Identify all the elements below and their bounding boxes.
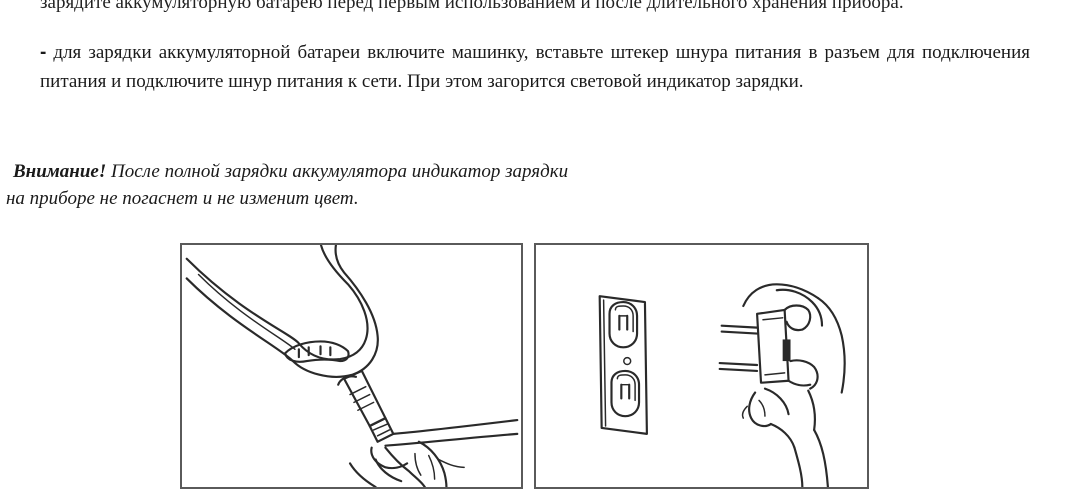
- charging-instruction-text: для зарядки аккумуляторной батареи включ…: [40, 42, 1030, 92]
- warning-text-2: на приборе не погаснет и не изменит цвет…: [6, 188, 359, 209]
- warning-label: Внимание!: [13, 161, 107, 182]
- cut-off-top-line: зарядите аккумуляторную батарею перед пе…: [40, 0, 904, 13]
- list-dash: -: [40, 42, 47, 63]
- warning-text-1: После полной зарядки аккумулятора индика…: [106, 161, 569, 182]
- wall-socket-plug-icon: [598, 283, 846, 487]
- warning-note: Внимание! После полной зарядки аккумулят…: [6, 158, 568, 212]
- device-connector-illustration: [180, 243, 523, 489]
- warning-line-1: Внимание! После полной зарядки аккумулят…: [6, 158, 568, 185]
- charging-instruction-paragraph: - для зарядки аккумуляторной батареи вкл…: [40, 38, 1030, 96]
- device-connector-icon: [185, 245, 519, 487]
- wall-socket-plug-illustration: [534, 243, 869, 489]
